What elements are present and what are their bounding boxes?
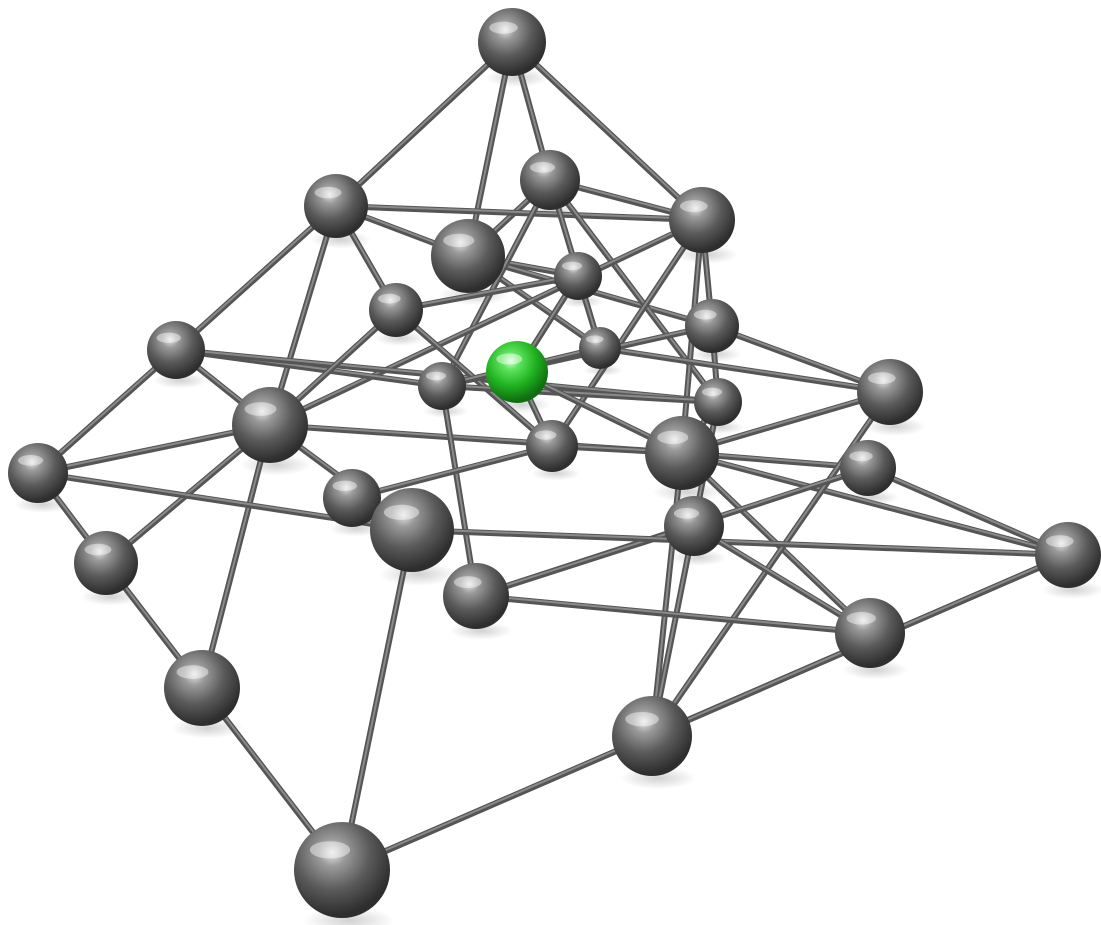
gray-sphere-b6 [443, 563, 509, 629]
specular-t1 [315, 187, 342, 199]
specular-b8 [849, 451, 873, 461]
specular-m1 [157, 333, 181, 343]
gray-sphere-t1 [304, 174, 368, 238]
gray-sphere-b4 [164, 650, 240, 726]
gray-sphere-m5 [579, 327, 621, 369]
specular-green [496, 353, 522, 364]
gray-sphere-m10 [645, 416, 719, 490]
specular-b6 [454, 576, 482, 588]
gray-sphere-b7 [664, 496, 724, 556]
specular-m7 [426, 372, 446, 381]
gray-sphere-m3 [554, 252, 602, 300]
gray-sphere-b9 [835, 598, 905, 668]
gray-sphere-b2 [74, 531, 138, 595]
rod-highlight-m5-m11 [600, 347, 890, 391]
specular-m4 [694, 310, 717, 320]
specular-m9 [535, 430, 557, 439]
sphere-nodes [8, 8, 1101, 918]
gray-sphere-m9 [526, 420, 578, 472]
gray-sphere-m7 [418, 362, 466, 410]
specular-b7 [674, 508, 699, 519]
specular-b9 [847, 612, 876, 625]
specular-t2 [443, 234, 474, 247]
specular-t4 [680, 200, 708, 212]
gray-sphere-m8 [694, 378, 742, 426]
gray-sphere-t4 [669, 187, 735, 253]
gray-sphere-m2 [369, 283, 423, 337]
specular-b10 [1046, 535, 1074, 547]
specular-m3 [562, 262, 582, 271]
specular-m8 [702, 388, 722, 397]
gray-sphere-b10 [1035, 522, 1101, 588]
specular-b3 [333, 481, 357, 491]
gray-sphere-b5 [370, 488, 454, 572]
specular-b11 [625, 712, 659, 726]
specular-m11 [868, 372, 896, 384]
specular-m6 [245, 402, 277, 416]
gray-sphere-apex [478, 8, 546, 76]
gray-sphere-t3 [520, 150, 580, 210]
gray-sphere-b1 [8, 443, 68, 503]
gray-sphere-m1 [147, 321, 205, 379]
specular-b1 [18, 455, 43, 466]
specular-b12 [310, 841, 350, 858]
rod-highlight-b5-b12 [342, 529, 412, 869]
specular-b2 [85, 544, 112, 556]
gray-sphere-b12 [294, 822, 390, 918]
specular-b4 [177, 665, 209, 679]
specular-b5 [384, 505, 419, 520]
specular-t3 [530, 162, 555, 173]
green-sphere [486, 341, 548, 403]
gray-sphere-b8 [840, 440, 896, 496]
gray-sphere-m11 [857, 359, 923, 425]
specular-m10 [657, 431, 688, 444]
specular-apex [489, 22, 518, 34]
gray-sphere-b11 [612, 696, 692, 776]
gray-sphere-m6 [232, 387, 308, 463]
specular-m2 [378, 294, 401, 304]
specular-m5 [586, 335, 604, 343]
gray-sphere-t2 [431, 219, 505, 293]
rod-highlight-b5-b13 [412, 529, 1068, 554]
gray-sphere-m4 [685, 299, 739, 353]
rod-highlight-m6-b4 [202, 424, 270, 687]
